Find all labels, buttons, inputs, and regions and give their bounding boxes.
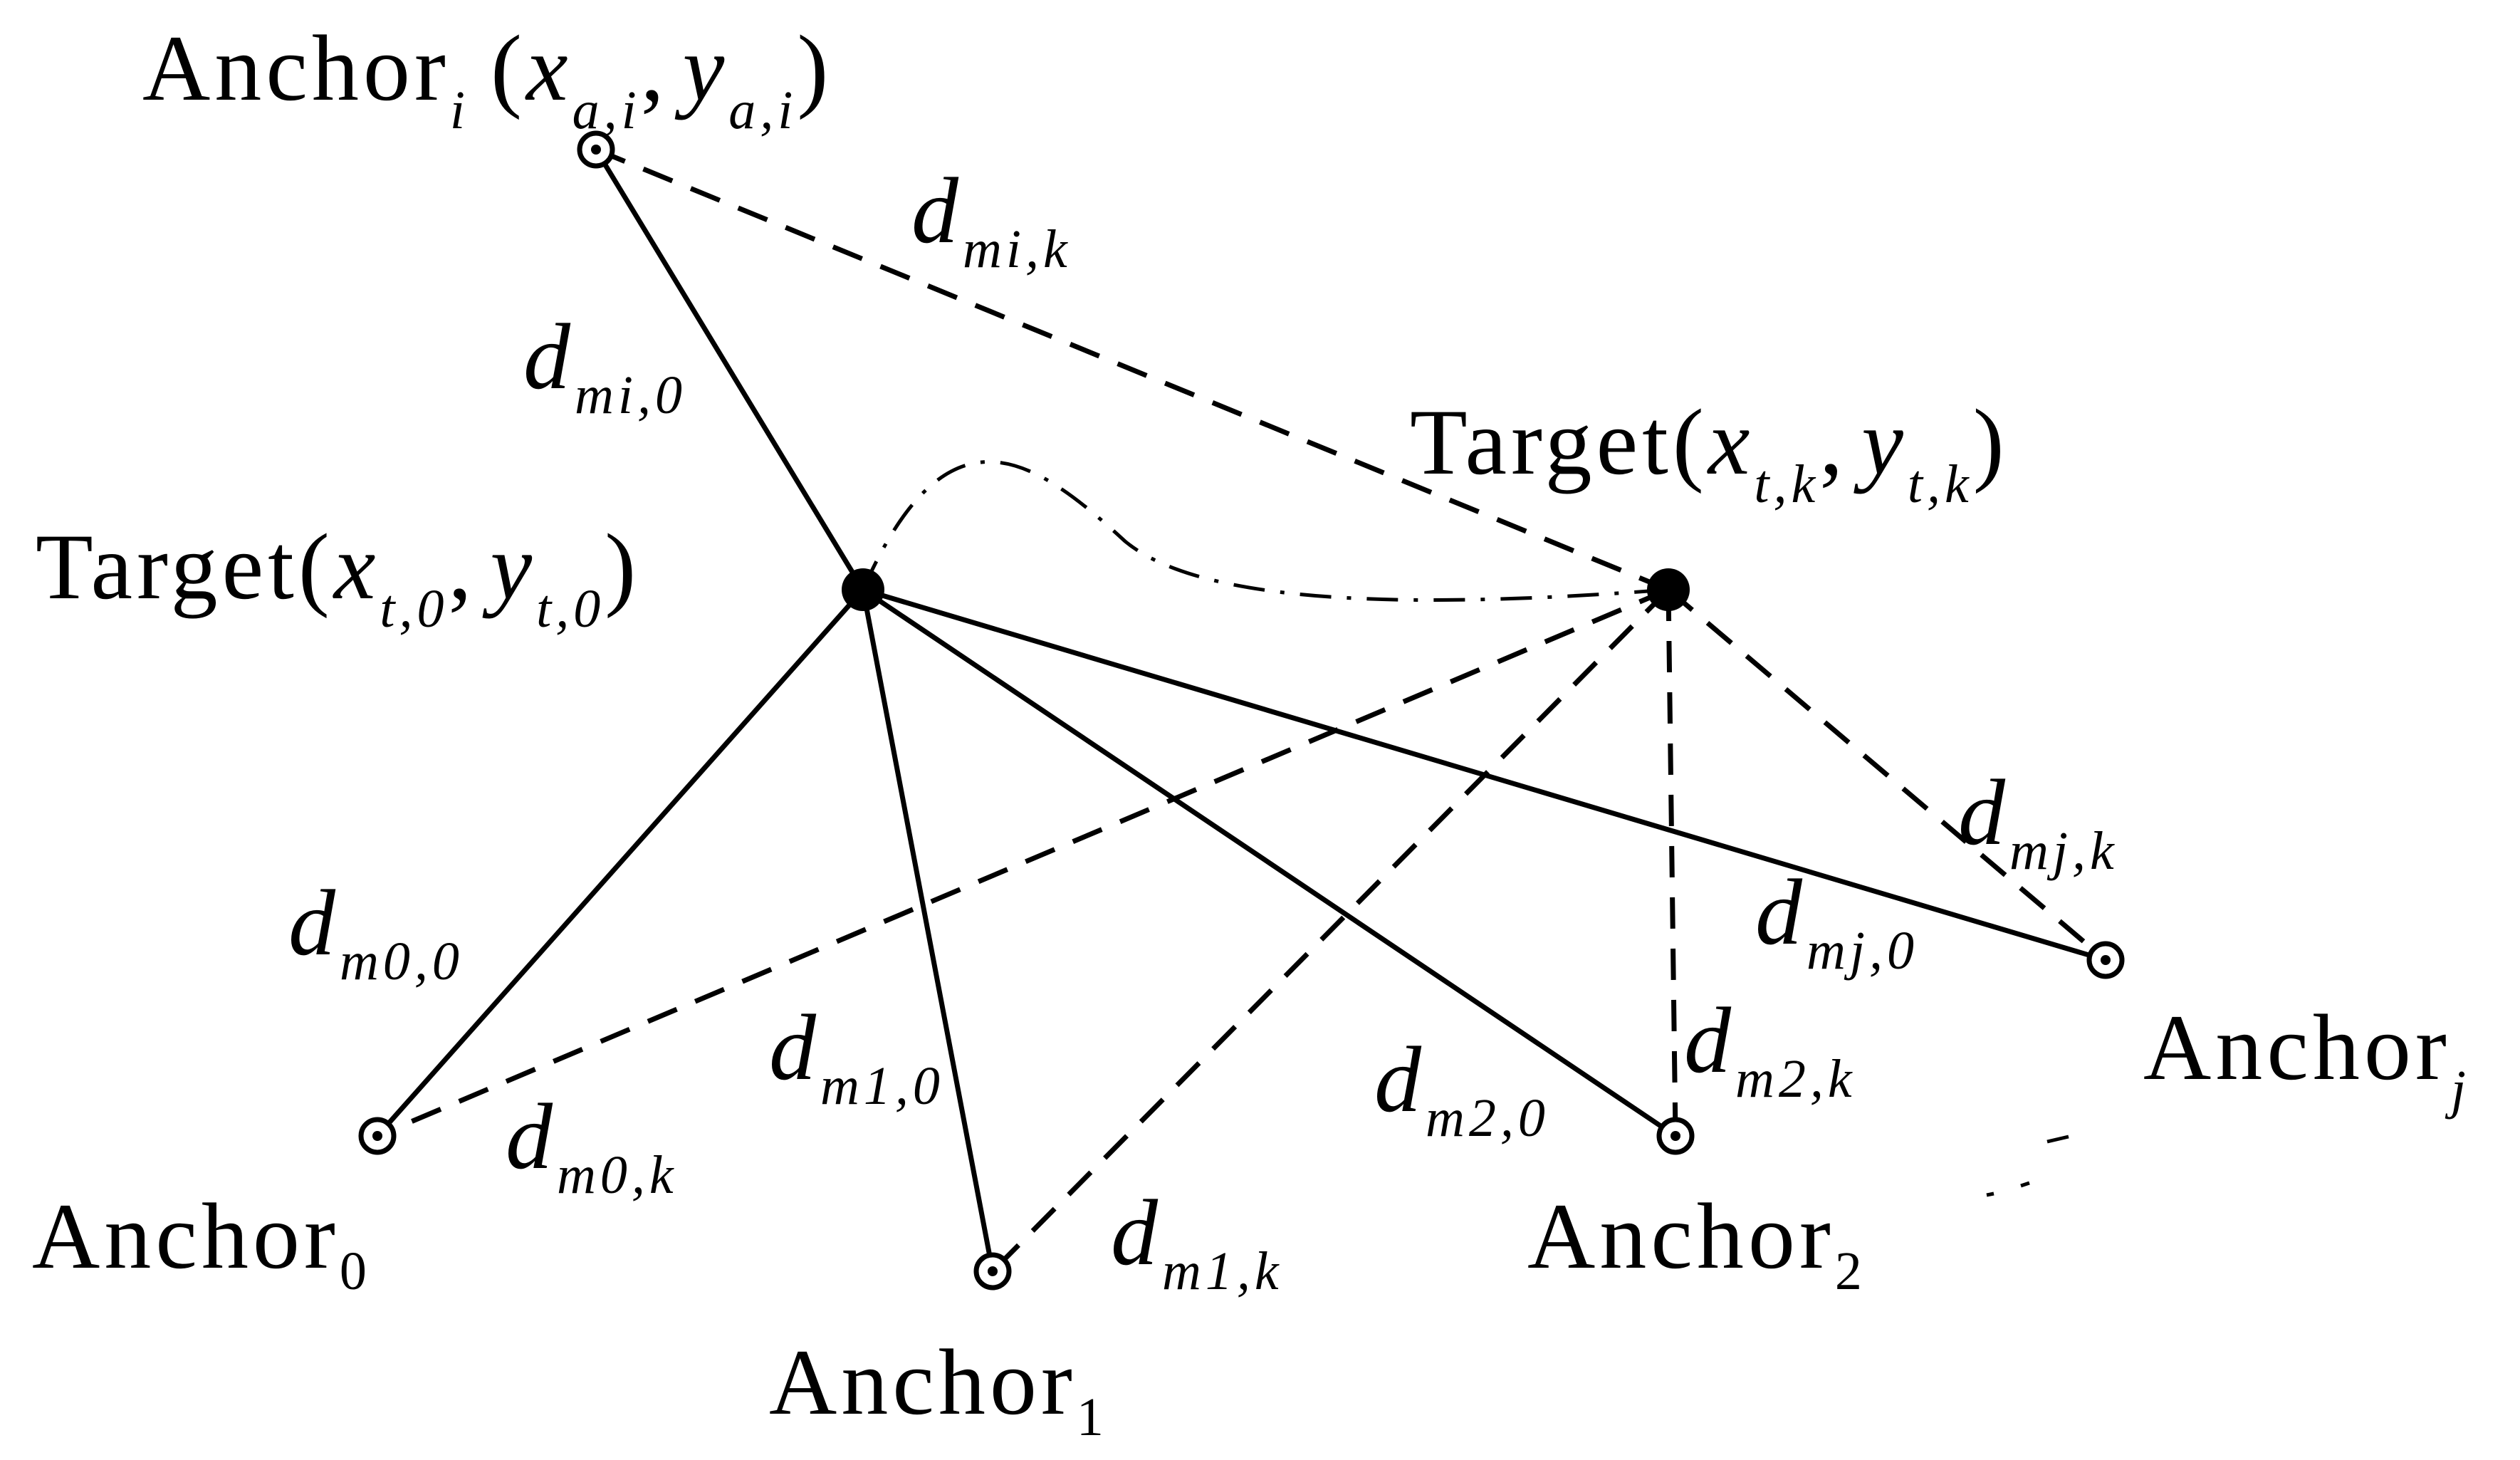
anchor-i-marker <box>577 130 615 169</box>
line-target0-anchor-0 <box>375 587 866 1139</box>
distance-label-m1-k: dm1,k <box>1111 1180 1283 1301</box>
distance-label-m0-0: dm0,0 <box>288 870 464 991</box>
anchor-2-marker <box>1656 1117 1695 1155</box>
anchor-j-marker <box>2086 941 2125 979</box>
distance-label-m0-k: dm0,k <box>506 1084 678 1205</box>
anchor-0-marker <box>358 1117 397 1155</box>
anchor-1-label: Anchor1 <box>769 1330 1108 1447</box>
anchor-i-label: Anchori(xa,i,ya,i) <box>142 16 832 140</box>
line-targetk-anchor-j <box>1666 588 2108 962</box>
anchor-j-label: Anchorj <box>2143 995 2470 1120</box>
line-target0-anchor-2 <box>860 587 1678 1139</box>
distance-label-mi-k: dmi,k <box>911 158 1072 279</box>
distance-label-mj-k: dmj,k <box>1958 760 2118 881</box>
target-k-label: Target(xt,k,yt,k) <box>1410 390 2009 514</box>
line-targetk-anchor-2 <box>1666 589 1678 1137</box>
distance-label-m2-k: dm2,k <box>1684 988 1856 1109</box>
line-target0-anchor-1 <box>860 587 995 1274</box>
distance-label-mi-0: dmi,0 <box>523 304 686 425</box>
line-targetk-anchor-0 <box>376 587 1670 1139</box>
line-targetk-anchor-i <box>595 147 1670 593</box>
dashed-measurement-lines <box>376 147 2108 1273</box>
target-0-label: Target(xt,0,yt,0) <box>36 514 640 639</box>
line-target0-anchor-i <box>593 147 866 593</box>
distance-label-m2-0: dm2,0 <box>1374 1027 1549 1148</box>
target-0-point <box>842 568 884 611</box>
distance-label-mj-0: dmj,0 <box>1755 860 1918 981</box>
ellipsis-marks <box>1986 1135 2069 1197</box>
target-trajectory <box>861 460 1669 603</box>
distance-label-m1-0: dm1,0 <box>769 995 944 1116</box>
line-targetk-anchor-1 <box>990 588 1671 1273</box>
target-k-point <box>1647 568 1690 611</box>
anchor-1-marker <box>973 1252 1012 1290</box>
anchor-0-label: Anchor0 <box>32 1184 371 1301</box>
anchor-2-label: Anchor2 <box>1527 1184 1866 1301</box>
